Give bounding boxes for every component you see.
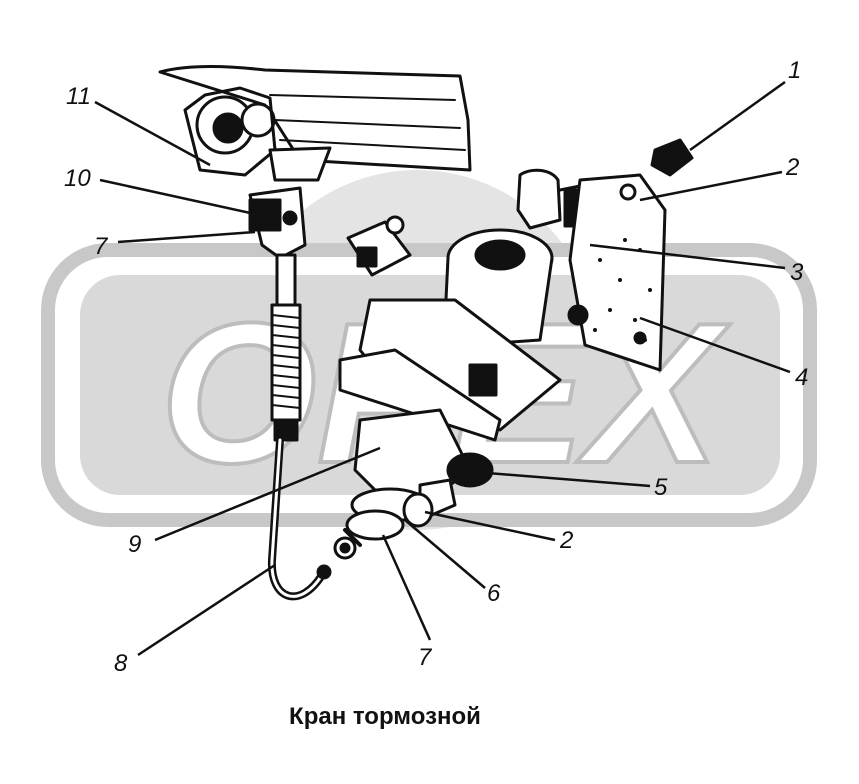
callout-10: 10 bbox=[64, 165, 91, 192]
figure-caption: Кран тормозной bbox=[289, 703, 481, 730]
callout-2-upper: 2 bbox=[785, 154, 799, 181]
callout-3: 3 bbox=[790, 259, 804, 286]
callout-6: 6 bbox=[487, 580, 501, 607]
callout-11: 11 bbox=[66, 83, 91, 110]
mechanism-drawing bbox=[158, 65, 694, 601]
callout-8: 8 bbox=[114, 650, 128, 677]
callout-labels: 1 2 3 4 5 2 6 7 8 9 7 10 11 bbox=[64, 57, 808, 677]
callout-2-lower: 2 bbox=[559, 527, 573, 554]
callout-7-left: 7 bbox=[94, 233, 109, 260]
callout-5: 5 bbox=[654, 474, 668, 501]
callout-1: 1 bbox=[788, 57, 801, 84]
leader-lines bbox=[94, 80, 791, 657]
callout-4: 4 bbox=[795, 364, 808, 391]
callout-9: 9 bbox=[128, 531, 141, 558]
callout-7-bottom: 7 bbox=[418, 644, 433, 671]
